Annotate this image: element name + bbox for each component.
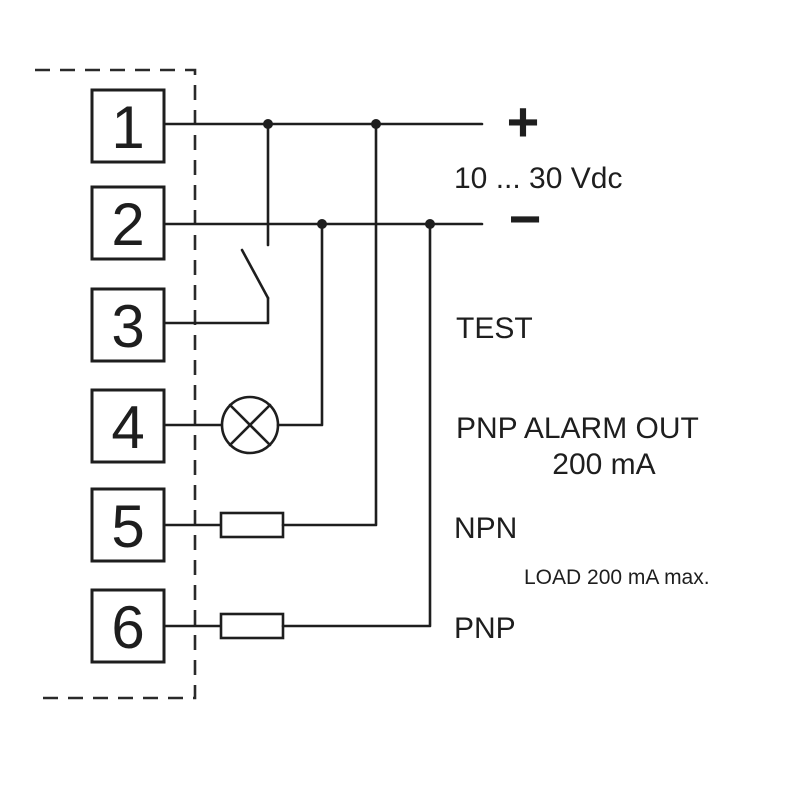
terminal-number: 4 <box>111 394 144 461</box>
terminal-2: 2 <box>90 185 166 261</box>
wire-lamp-to-negative <box>276 222 324 427</box>
device-boundary <box>35 68 197 700</box>
junction-dot <box>425 219 435 229</box>
wire-pnp-to-negative <box>281 222 432 628</box>
alarm-current-label: 200 mA <box>552 448 655 481</box>
positive-symbol: + <box>507 90 540 153</box>
npn-load-resistor <box>219 511 285 539</box>
terminal-number: 2 <box>111 191 144 258</box>
terminal-5: 5 <box>90 487 166 563</box>
test-switch-blade <box>240 248 270 300</box>
junction-dot <box>371 119 381 129</box>
terminal-3: 3 <box>90 287 166 363</box>
pnp-label: PNP <box>454 612 516 645</box>
wire-npn-to-positive <box>281 122 378 527</box>
junction-dot <box>263 119 273 129</box>
npn-label: NPN <box>454 512 517 545</box>
test-label: TEST <box>456 312 533 345</box>
terminal-number: 5 <box>111 493 144 560</box>
junction-dot <box>317 219 327 229</box>
alarm-out-label: PNP ALARM OUT <box>456 412 699 445</box>
terminal-6: 6 <box>90 588 166 664</box>
terminal-number: 3 <box>111 293 144 360</box>
wire-terminal-3 <box>162 296 270 325</box>
load-label: LOAD 200 mA max. <box>524 566 710 589</box>
terminal-4: 4 <box>90 388 166 464</box>
alarm-lamp-icon <box>220 395 280 455</box>
supply-voltage-label: 10 ... 30 Vdc <box>454 162 622 195</box>
negative-symbol: − <box>509 187 542 250</box>
terminal-number: 1 <box>111 94 144 161</box>
pnp-load-resistor <box>219 612 285 640</box>
terminal-number: 6 <box>111 594 144 661</box>
terminal-1: 1 <box>90 88 166 164</box>
